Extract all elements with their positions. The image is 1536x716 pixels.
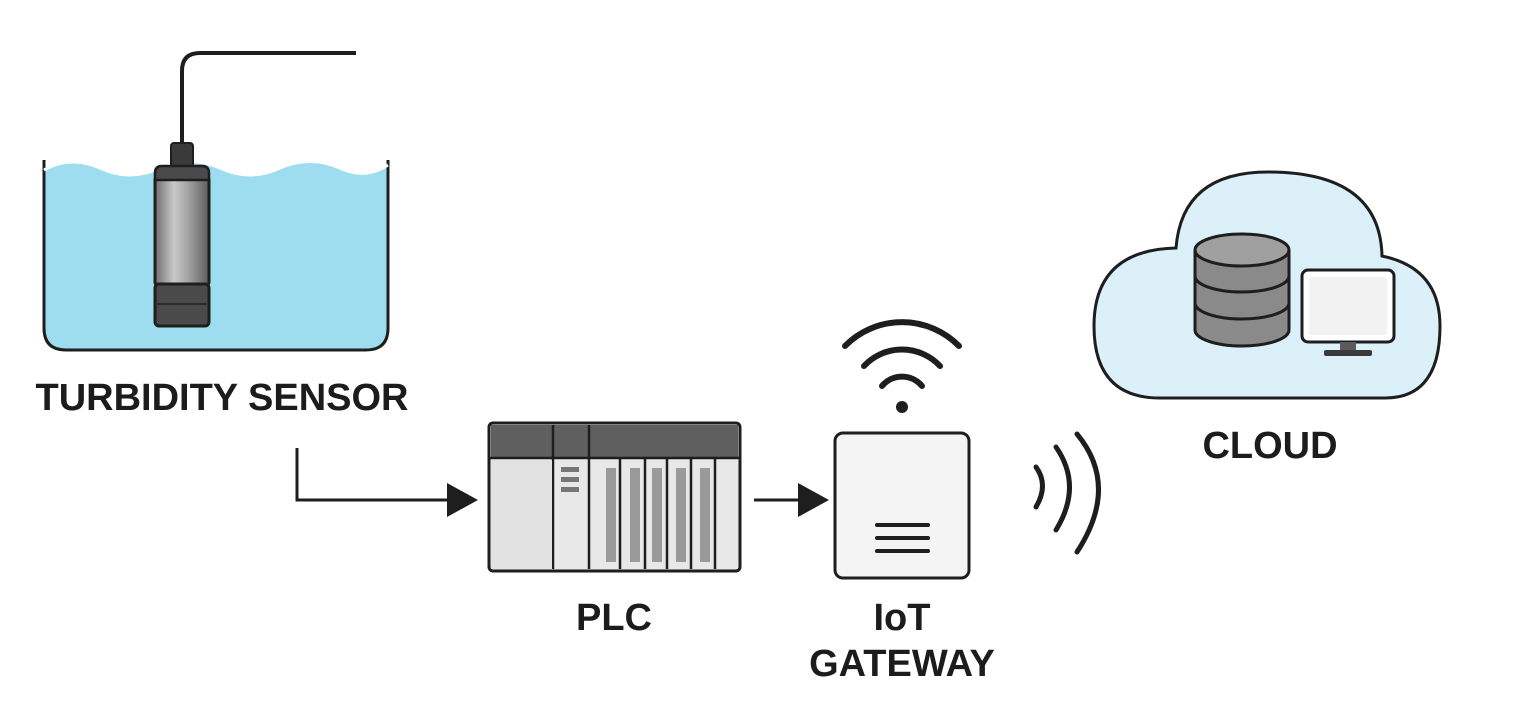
database-icon (1193, 232, 1291, 348)
gateway-label-line1: IoT (874, 597, 931, 639)
plc-rack-icon (487, 421, 742, 573)
turbidity-probe-icon (153, 51, 356, 328)
monitor-icon (1300, 268, 1396, 356)
water-fill (44, 161, 388, 350)
plc-header (491, 425, 738, 457)
probe-cap (153, 164, 211, 182)
wireless-signal-icon (1033, 431, 1101, 555)
probe-cable (180, 51, 356, 145)
gateway-label-line2: GATEWAY (809, 643, 995, 685)
plc-label: PLC (576, 597, 652, 639)
plc-io-modules (606, 458, 717, 569)
plc-power-module (491, 460, 552, 569)
wifi-icon (842, 319, 962, 413)
plc-cpu-indicators (561, 467, 579, 492)
gateway-box (833, 431, 971, 580)
arrow-plc-to-gateway (754, 483, 829, 517)
iot-gateway-icon (833, 431, 971, 580)
arrow-sensor-to-plc (295, 448, 478, 517)
cloud-label: CLOUD (1202, 425, 1337, 467)
sensor-label: TURBIDITY SENSOR (35, 377, 408, 419)
probe-connector (170, 142, 194, 168)
water-tank-icon (42, 160, 390, 352)
water-surface (43, 160, 389, 177)
tank-wall (42, 160, 390, 352)
probe-body (153, 174, 211, 288)
